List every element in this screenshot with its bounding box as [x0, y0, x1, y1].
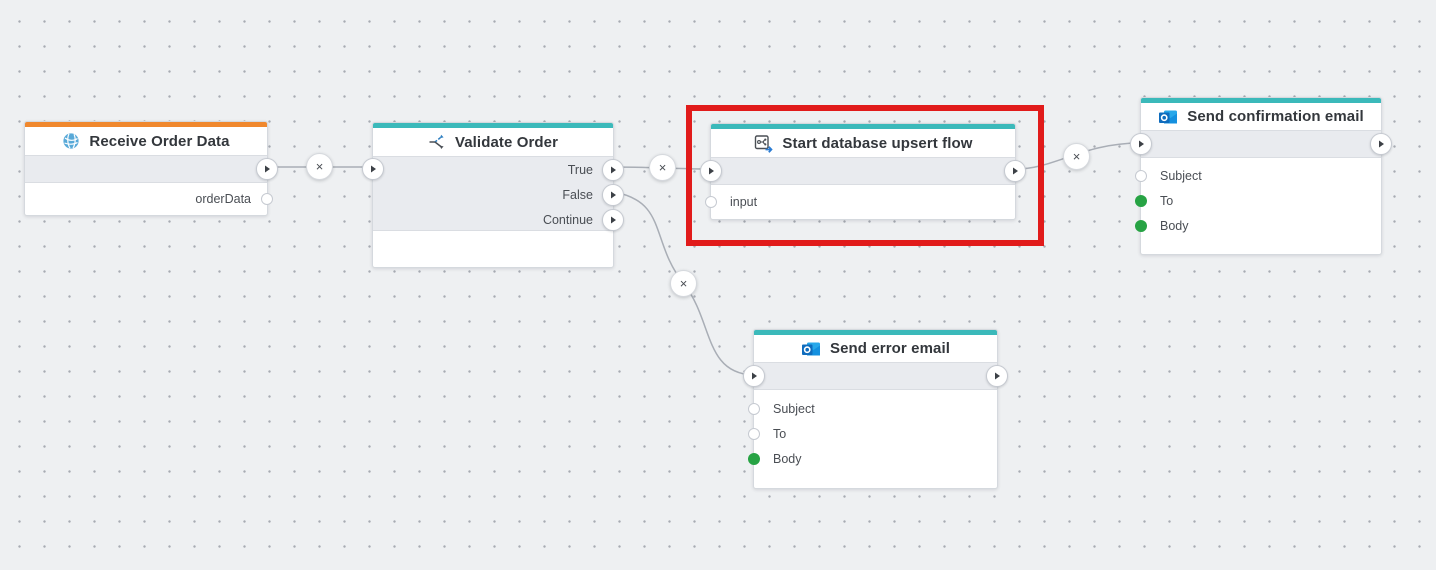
flow-row [700, 157, 1026, 185]
branch-row-true: True [373, 157, 624, 182]
subflow-icon [753, 134, 774, 153]
flow-output-port-continue[interactable] [602, 208, 624, 231]
node-header[interactable]: Send confirmation email [1141, 103, 1381, 130]
empty-body [373, 231, 613, 267]
flow-output-port[interactable] [256, 158, 278, 180]
branch-row-continue: Continue [373, 207, 624, 232]
data-input-port-connected[interactable] [1135, 194, 1147, 207]
data-input-port[interactable] [1135, 169, 1147, 182]
node-start-database-upsert-flow[interactable]: Start database upsert flow input [700, 123, 1026, 220]
delete-connection-button[interactable]: × [670, 270, 697, 297]
flow-input-port[interactable] [1130, 133, 1152, 155]
flow-output-port[interactable] [1370, 133, 1392, 155]
input-row-subject: Subject [748, 396, 997, 421]
outlook-icon [1158, 108, 1178, 126]
flow-input-port[interactable] [743, 365, 765, 387]
delete-connection-button[interactable]: × [1063, 143, 1090, 170]
input-row-subject: Subject [1135, 163, 1381, 188]
output-label: orderData [195, 192, 251, 206]
input-label: Body [773, 451, 802, 466]
flow-input-port[interactable] [700, 160, 722, 182]
globe-icon [62, 132, 80, 150]
data-input-port[interactable] [748, 427, 760, 440]
data-input-port[interactable] [748, 402, 760, 415]
data-input-port-connected[interactable] [748, 452, 760, 465]
flow-output-port-true[interactable] [602, 158, 624, 181]
input-label: Subject [773, 401, 815, 416]
node-accent-bar [711, 124, 1015, 129]
flow-output-port[interactable] [986, 365, 1008, 387]
data-input-port-connected[interactable] [1135, 219, 1147, 232]
outlook-icon [801, 340, 821, 358]
node-title: Validate Order [454, 133, 559, 151]
input-row-to: To [1135, 188, 1381, 213]
node-header[interactable]: Start database upsert flow [711, 129, 1015, 157]
flow-row [25, 155, 278, 183]
output-row: orderData [25, 183, 273, 215]
node-accent-bar [754, 330, 997, 335]
branch-row-false: False [373, 182, 624, 207]
node-accent-bar [1141, 98, 1381, 103]
node-title: Receive Order Data [89, 132, 230, 150]
branch-label: True [567, 162, 593, 177]
node-send-confirmation-email[interactable]: Send confirmation email Subject To Body [1130, 97, 1392, 255]
branch-icon [428, 133, 446, 151]
flow-row [1130, 130, 1392, 158]
input-row-body: Body [748, 446, 997, 471]
input-row: input [705, 185, 1015, 219]
node-header[interactable]: Validate Order [373, 128, 613, 156]
input-label: input [730, 195, 758, 209]
input-label: Body [1160, 218, 1189, 233]
node-header[interactable]: Send error email [754, 335, 997, 362]
data-input-port[interactable] [705, 196, 717, 208]
node-title: Send confirmation email [1187, 108, 1364, 125]
node-accent-bar [25, 122, 267, 127]
node-send-error-email[interactable]: Send error email Subject To Body [743, 329, 1008, 489]
flow-output-port[interactable] [1004, 160, 1026, 182]
input-row-to: To [748, 421, 997, 446]
delete-connection-button[interactable]: × [306, 153, 333, 180]
input-label: To [773, 426, 787, 441]
delete-connection-button[interactable]: × [649, 154, 676, 181]
node-title: Start database upsert flow [782, 134, 973, 152]
input-row-body: Body [1135, 213, 1381, 238]
branch-section: True False Continue [362, 156, 624, 232]
branch-label: False [562, 187, 593, 202]
flow-row [743, 362, 1008, 390]
node-accent-bar [373, 123, 613, 128]
branch-label: Continue [542, 212, 593, 227]
input-label: To [1160, 193, 1174, 208]
data-output-port[interactable] [261, 193, 273, 205]
node-validate-order[interactable]: Validate Order True False Continue [362, 122, 624, 268]
node-title: Send error email [830, 340, 950, 357]
node-header[interactable]: Receive Order Data [25, 127, 267, 155]
flow-input-port[interactable] [362, 158, 384, 180]
input-label: Subject [1160, 168, 1202, 183]
node-receive-order-data[interactable]: Receive Order Data orderData [24, 121, 278, 216]
flow-output-port-false[interactable] [602, 183, 624, 206]
